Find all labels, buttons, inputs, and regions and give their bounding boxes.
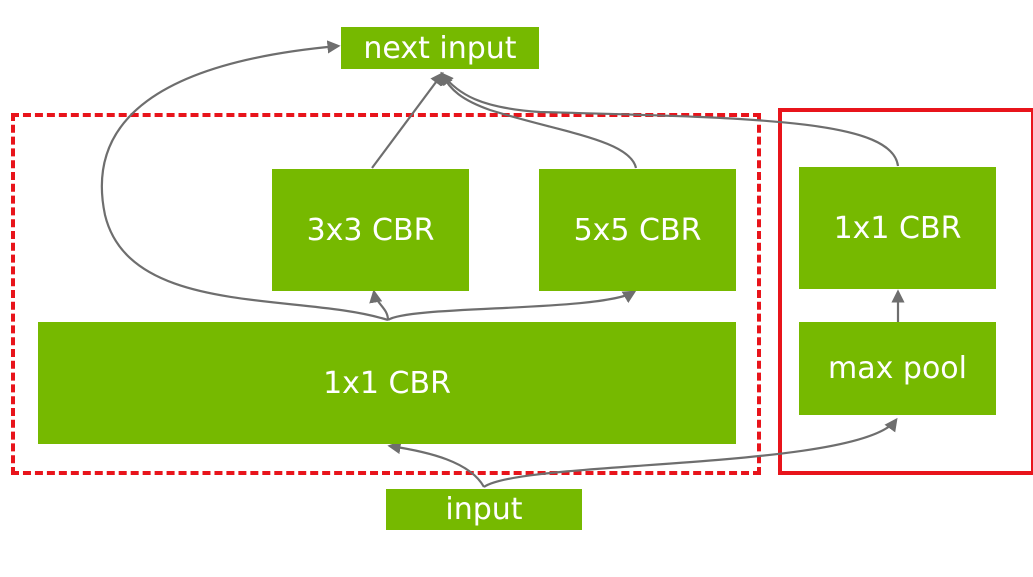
edge-input-to-max-pool: [483, 417, 898, 488]
input-node: input: [386, 489, 582, 530]
conv-5x5-node: 5x5 CBR: [539, 169, 736, 291]
conv-5x5-label: 5x5 CBR: [573, 212, 702, 248]
edge-3x3-to-next-input: [371, 71, 444, 169]
next-input-label: next input: [363, 30, 517, 66]
max-pool-node: max pool: [799, 322, 996, 415]
edge-pool-1x1-to-next-input: [440, 71, 900, 167]
edge-1x1-to-3x3: [369, 289, 390, 321]
max-pool-label: max pool: [828, 351, 967, 386]
edge-input-to-1x1-reduce: [387, 441, 485, 488]
edge-5x5-to-next-input: [440, 71, 638, 169]
conv-1x1-pool-label: 1x1 CBR: [833, 210, 962, 246]
next-input-node: next input: [341, 27, 539, 69]
conv-1x1-pool-node: 1x1 CBR: [799, 167, 996, 289]
conv-3x3-node: 3x3 CBR: [272, 169, 469, 291]
pool-branch-group: [778, 108, 1033, 475]
edge-1x1-to-next-input: [100, 40, 389, 322]
conv-3x3-label: 3x3 CBR: [306, 212, 435, 248]
input-label: input: [445, 492, 523, 527]
dashed-branch-group: [11, 113, 761, 475]
conv-1x1-reduce-label: 1x1 CBR: [323, 365, 451, 401]
conv-1x1-reduce-node: 1x1 CBR: [38, 322, 736, 444]
edge-1x1-to-5x5: [387, 290, 637, 321]
